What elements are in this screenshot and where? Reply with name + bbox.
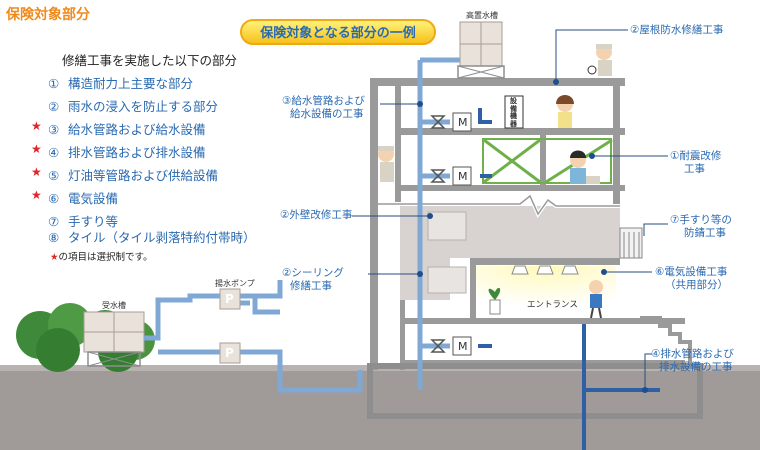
example-banner: 保険対象となる部分の一例 (240, 19, 436, 45)
optional-star-icon: ★ (50, 252, 59, 263)
scope-item-7: ⑦ 手すり等 (48, 211, 118, 230)
scope-item-text: 構造耐力上主要な部分 (68, 76, 194, 91)
scope-item-text: 給水管路および給水設備 (68, 122, 206, 137)
scope-item-text: 電気設備 (68, 191, 119, 206)
meter-symbol: M (458, 116, 468, 129)
pump-icon-lower (219, 342, 241, 364)
callout-line: ①耐震改修 (670, 150, 722, 162)
callout-leaders (352, 29, 668, 390)
callout-line: ②シーリング (282, 267, 344, 279)
callout-line: 修繕工事 (290, 280, 332, 292)
callout-line: ③給水管路および (282, 95, 365, 107)
balcony-handrail-icon (619, 227, 643, 259)
scope-item-text: タイル（タイル剥落特約付帯時） (68, 230, 256, 245)
scope-item-number: ② (48, 99, 60, 114)
meter-symbol: M (458, 170, 468, 183)
callout-line: 防錆工事 (684, 227, 726, 239)
optional-star-icon: ★ (31, 188, 42, 202)
receiving-tank-label: 受水槽 (102, 301, 126, 310)
pump-symbol: P (225, 346, 234, 360)
scope-item-text: 雨水の浸入を防止する部分 (68, 99, 219, 114)
callout-line: ⑦手すり等の (670, 214, 732, 226)
scope-item-text: 手すり等 (68, 214, 119, 229)
resident-icon (589, 280, 603, 319)
pump-icon-upper (219, 288, 241, 310)
callout-line: ⑥電気設備工事 (655, 266, 728, 278)
optional-star-icon: ★ (31, 119, 42, 133)
scope-item-number: ③ (48, 122, 60, 137)
footnote-text: の項目は選択制です。 (58, 252, 153, 263)
callout-water-supply: ③給水管路および 給水設備の工事 (282, 95, 365, 121)
equipment-label-char: 備 (510, 104, 517, 113)
callout-handrail: ⑦手すり等の 防錆工事 (670, 214, 732, 240)
scope-item-5: ★ ⑤ 灯油等管路および供給設備 (31, 165, 219, 184)
equipment-label-char: 機 (510, 112, 517, 120)
callout-roof-waterproof: ②屋根防水修繕工事 (630, 24, 724, 36)
equipment-label-char: 器 (510, 119, 517, 128)
page-title: 保険対象部分 (6, 7, 90, 23)
optional-footnote: ★の項目は選択制です。 (50, 249, 153, 263)
water-pipes (144, 57, 460, 393)
scope-item-1: ① 構造耐力上主要な部分 (48, 73, 193, 92)
resident-man-icon (570, 150, 600, 184)
worker-icon-left (378, 146, 394, 182)
callout-exterior-wall: ②外壁改修工事 (280, 209, 353, 221)
scope-item-number: ⑥ (48, 191, 60, 206)
optional-star-icon: ★ (31, 142, 42, 156)
optional-star-icon: ★ (31, 165, 42, 179)
scope-item-number: ⑧ (48, 230, 60, 245)
scope-item-number: ⑤ (48, 168, 60, 183)
ceiling-lights-icon (511, 265, 579, 275)
plant-icon (488, 287, 501, 315)
pump-label: 揚水ポンプ (215, 279, 255, 288)
elevated-tank-label: 高置水槽 (466, 11, 498, 20)
pump-symbol: P (225, 292, 234, 306)
scope-item-text: 灯油等管路および供給設備 (68, 168, 219, 183)
callout-line: 排水設備の工事 (659, 361, 733, 373)
resident-woman-icon (556, 95, 574, 128)
scope-item-4: ★ ④ 排水管路および排水設備 (31, 142, 206, 161)
scope-item-8: ⑧ タイル（タイル剥落特約付帯時） (48, 227, 256, 246)
entrance-label: エントランス (527, 300, 578, 310)
equipment-label: 設 備 機 器 (510, 97, 517, 128)
scope-item-number: ⑦ (48, 214, 60, 229)
meter-symbol: M (458, 340, 468, 353)
scope-item-6: ★ ⑥ 電気設備 (31, 188, 119, 207)
callout-line: 給水設備の工事 (290, 108, 364, 120)
equipment-label-char: 設 (510, 97, 517, 105)
scope-item-3: ★ ③ 給水管路および給水設備 (31, 119, 206, 138)
callout-line: 工事 (684, 163, 705, 175)
elevated-tank-icon (457, 21, 505, 79)
scope-item-number: ④ (48, 145, 60, 160)
scope-item-number: ① (48, 76, 60, 91)
ground (0, 365, 760, 450)
callout-seismic: ①耐震改修 工事 (670, 150, 721, 176)
scope-list-heading: 修繕工事を実施した以下の部分 (62, 53, 238, 68)
roof-worker-icon (587, 44, 612, 76)
water-meter-icons (452, 112, 472, 356)
scope-item-text: 排水管路および排水設備 (68, 145, 206, 160)
scope-item-2: ② 雨水の浸入を防止する部分 (48, 96, 218, 115)
callout-electrical: ⑥電気設備工事 （共用部分） (655, 266, 728, 292)
callout-line: （共用部分） (665, 279, 728, 291)
receiving-tank-icon (83, 311, 145, 367)
callout-drainage: ④排水管路および 排水設備の工事 (651, 348, 734, 374)
callout-line: ④排水管路および (651, 348, 734, 360)
callout-sealing: ②シーリング 修繕工事 (282, 267, 344, 293)
valve-icons (430, 115, 446, 353)
callout-dots (417, 79, 648, 393)
building-structure (367, 78, 703, 419)
